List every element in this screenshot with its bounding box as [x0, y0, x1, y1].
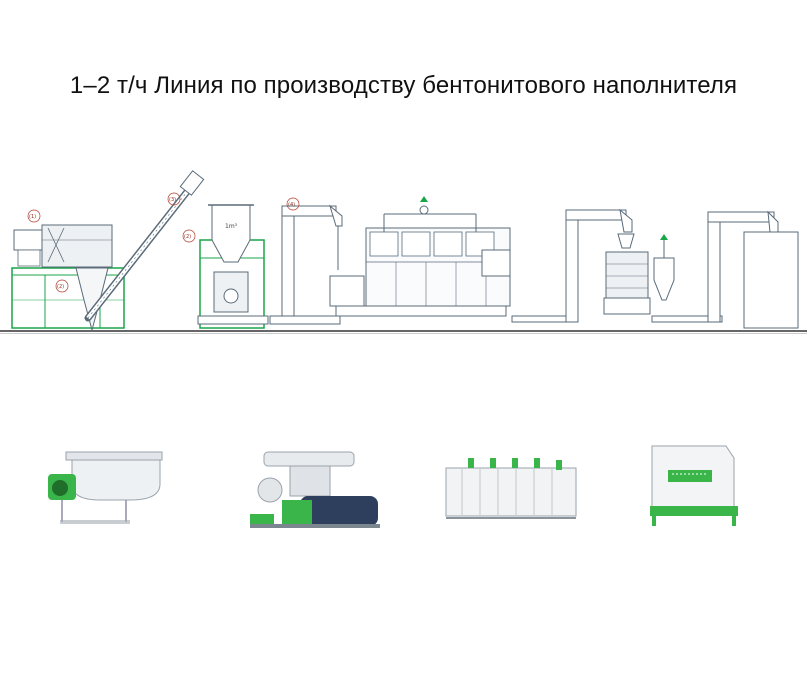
process-label-bin: (2) [184, 234, 191, 240]
equipment-photo-dryer [445, 458, 577, 519]
bin-volume-label: 1m³ [225, 223, 238, 230]
bucket-elevator-2 [565, 208, 633, 323]
equipment-photo-cooler [650, 445, 738, 526]
process-label-elevator: (4) [288, 202, 295, 208]
cyclone [653, 257, 675, 301]
mixer-frame [11, 267, 125, 329]
bucket-elevator-1: (4) [269, 197, 343, 325]
equipment-photo-mixer [48, 451, 163, 524]
cooler-unit [603, 233, 675, 315]
product-bin [743, 231, 799, 329]
bucket-elevator-3 [651, 210, 799, 329]
process-label-screw: (3) [169, 197, 176, 203]
mixer-hopper [75, 267, 109, 332]
mixer-body [41, 224, 113, 268]
dryer-unit [329, 196, 511, 317]
storage-bin [211, 204, 251, 263]
equipment-photo-pellet-mill [250, 451, 380, 528]
process-label-base: (2) [57, 284, 64, 290]
mixer-motor [13, 229, 43, 251]
bin-station: 1m³ (2) [182, 204, 269, 329]
screw-conveyor: (3) [84, 170, 205, 322]
mixer-station: (1) (2) [11, 209, 125, 332]
process-label-mixer: (1) [29, 214, 36, 220]
belt-conveyor [511, 315, 573, 323]
page-title: 1–2 т/ч Линия по производству бентонитов… [69, 72, 738, 99]
